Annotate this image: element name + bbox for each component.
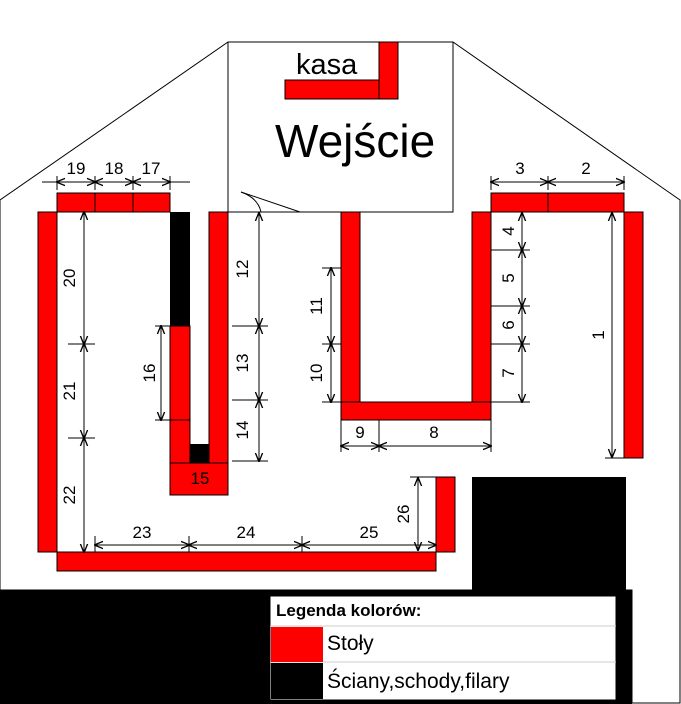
door-arc <box>240 191 262 213</box>
label-6: 6 <box>499 320 518 329</box>
label-7: 7 <box>499 368 518 377</box>
table-3 <box>490 192 549 213</box>
door-leaf <box>240 191 301 213</box>
table-18 <box>94 192 134 213</box>
table-15 <box>169 462 229 496</box>
label-18: 18 <box>105 159 124 178</box>
legend: Legenda kolorów: Stoły Ściany,schody,fil… <box>269 595 617 701</box>
table-16 <box>169 325 191 464</box>
table-8-9 <box>340 401 492 421</box>
label-5: 5 <box>499 273 518 282</box>
cash-desk-label: kasa <box>296 49 358 81</box>
label-2: 2 <box>581 159 590 178</box>
table-10-11 <box>340 211 361 403</box>
legend-label-walls: Ściany,schody,filary <box>327 669 510 693</box>
label-13: 13 <box>233 354 252 373</box>
legend-swatch-tables <box>271 627 323 662</box>
legend-label-tables: Stoły <box>327 632 374 655</box>
table-20-22 <box>37 211 58 553</box>
legend-title: Legenda kolorów: <box>276 601 421 620</box>
table-12-14 <box>208 211 229 464</box>
label-15: 15 <box>191 469 210 488</box>
label-3: 3 <box>515 159 524 178</box>
table-19 <box>56 192 96 213</box>
table-labels: 19 18 17 3 2 20 21 22 16 12 13 14 11 10 … <box>60 159 608 542</box>
label-12: 12 <box>233 260 252 279</box>
label-20: 20 <box>60 269 79 288</box>
label-24: 24 <box>237 523 256 542</box>
label-17: 17 <box>142 159 161 178</box>
table-1 <box>623 211 644 459</box>
label-21: 21 <box>60 382 79 401</box>
label-25: 25 <box>360 523 379 542</box>
legend-swatch-walls <box>271 663 323 699</box>
table-26 <box>435 476 456 553</box>
label-16: 16 <box>140 364 159 383</box>
label-26: 26 <box>394 505 413 524</box>
table-17 <box>132 192 171 213</box>
legend-box <box>269 595 617 701</box>
table-2 <box>547 192 625 213</box>
cash-desk-vertical <box>378 41 399 100</box>
table-23-25 <box>56 551 437 572</box>
label-11: 11 <box>307 297 326 315</box>
pillar-tall <box>170 212 190 326</box>
stairs-block <box>472 477 626 590</box>
label-22: 22 <box>60 486 79 505</box>
label-4: 4 <box>499 226 518 235</box>
table-4-7 <box>471 211 492 403</box>
label-1: 1 <box>589 330 608 339</box>
label-14: 14 <box>233 421 252 440</box>
tables <box>37 192 644 572</box>
dimension-lines <box>42 176 624 552</box>
label-8: 8 <box>429 423 438 442</box>
cash-desk-horizontal <box>284 79 380 100</box>
pillar-small <box>190 444 209 463</box>
label-10: 10 <box>307 364 326 383</box>
label-19: 19 <box>67 159 86 178</box>
entrance-title: Wejście <box>275 115 435 167</box>
label-23: 23 <box>133 523 152 542</box>
label-9: 9 <box>355 423 364 442</box>
